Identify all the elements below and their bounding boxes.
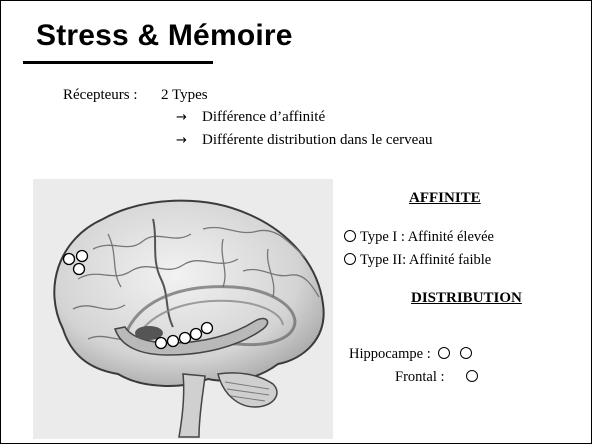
- slide-title: Stress & Mémoire: [36, 19, 293, 53]
- brain-illustration-icon: [33, 179, 333, 439]
- circle-icon: [466, 370, 478, 382]
- frontal-label: Frontal :: [395, 369, 445, 385]
- circle-icon: [344, 253, 356, 265]
- bullet-text: Différence d’affinité: [202, 109, 325, 125]
- bullet-text: Différente distribution dans le cerveau: [202, 132, 432, 148]
- receptors-value: 2 Types: [161, 87, 208, 103]
- circle-icon: [344, 230, 356, 242]
- distribution-heading: DISTRIBUTION: [411, 290, 522, 307]
- type-1-text: Type I : Affinité élevée: [360, 229, 494, 245]
- arrow-icon: →: [176, 133, 202, 148]
- circle-icon: [460, 347, 472, 359]
- receptors-label: Récepteurs :: [63, 87, 161, 104]
- hippocampe-label: Hippocampe :: [349, 346, 431, 362]
- hippocampe-line: Hippocampe :: [349, 346, 472, 363]
- type-2-line: Type II: Affinité faible: [344, 252, 491, 269]
- title-underline: [23, 61, 213, 64]
- bullet-distribution-difference: →Différente distribution dans le cerveau: [176, 132, 432, 149]
- circle-icon: [438, 347, 450, 359]
- frontal-line: Frontal :: [395, 369, 478, 386]
- arrow-icon: →: [176, 110, 202, 125]
- type-2-text: Type II: Affinité faible: [360, 252, 491, 268]
- bullet-affinity-difference: →Différence d’affinité: [176, 109, 325, 126]
- receptors-line: Récepteurs :2 Types: [63, 87, 208, 104]
- affinity-heading: AFFINITE: [409, 190, 481, 207]
- type-1-line: Type I : Affinité élevée: [344, 229, 494, 246]
